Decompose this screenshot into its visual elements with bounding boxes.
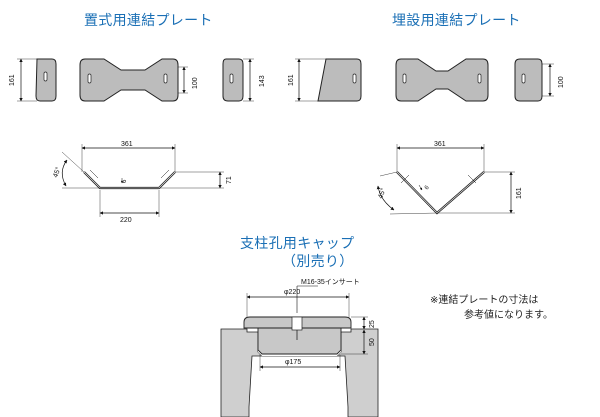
placed-height: 71 [226,176,233,184]
cap-depth-lower: 50 [369,338,376,346]
buried-cross-section: 361 161 6 45° [376,141,523,215]
cap-depth-upper: 25 [369,320,376,328]
buried-plate-end-view: 100 [514,58,565,102]
note-line-1: ※連結プレートの寸法は [430,295,539,306]
cap-top-diameter: φ220 [284,289,300,296]
buried-small-height: 100 [558,76,565,88]
buried-plate-title: 埋設用連結プレート [392,13,521,29]
placed-cross-section: 361 220 71 6 45° [51,141,233,224]
placed-small-height: 100 [192,77,199,89]
cap-subtitle: （別売り） [282,254,354,270]
placed-side-height: 161 [9,74,16,86]
buried-plate-side-view: 161 [288,58,362,102]
buried-plate-top-view [395,58,489,102]
cap-bottom-diameter: φ175 [285,359,301,366]
dimension-note: ※連結プレートの寸法は 参考値になります。 [430,293,553,323]
placed-medium-height: 143 [259,75,266,87]
placed-plate-end-view: 143 [222,58,266,102]
cap-title: 支柱孔用キャップ [240,236,355,252]
note-line-2: 参考値になります。 [464,310,553,321]
placed-thickness: 6 [122,179,128,183]
placed-plate-side-view: 161 [9,58,57,102]
placed-plate-title: 置式用連結プレート [84,13,213,29]
buried-top-width: 361 [434,141,446,148]
buried-side-height: 161 [288,74,295,86]
placed-bottom-width: 220 [120,217,132,224]
buried-angle: 45° [376,187,387,200]
buried-thickness: 6 [424,184,431,191]
placed-angle: 45° [51,166,62,179]
cap-insert-label: M16-35インサート [301,278,360,286]
placed-top-width: 361 [121,141,133,148]
buried-height: 161 [516,187,523,199]
placed-plate-top-view: 100 [79,58,199,102]
cap-cross-section: M16-35インサート φ220 φ175 25 50 [220,278,379,417]
